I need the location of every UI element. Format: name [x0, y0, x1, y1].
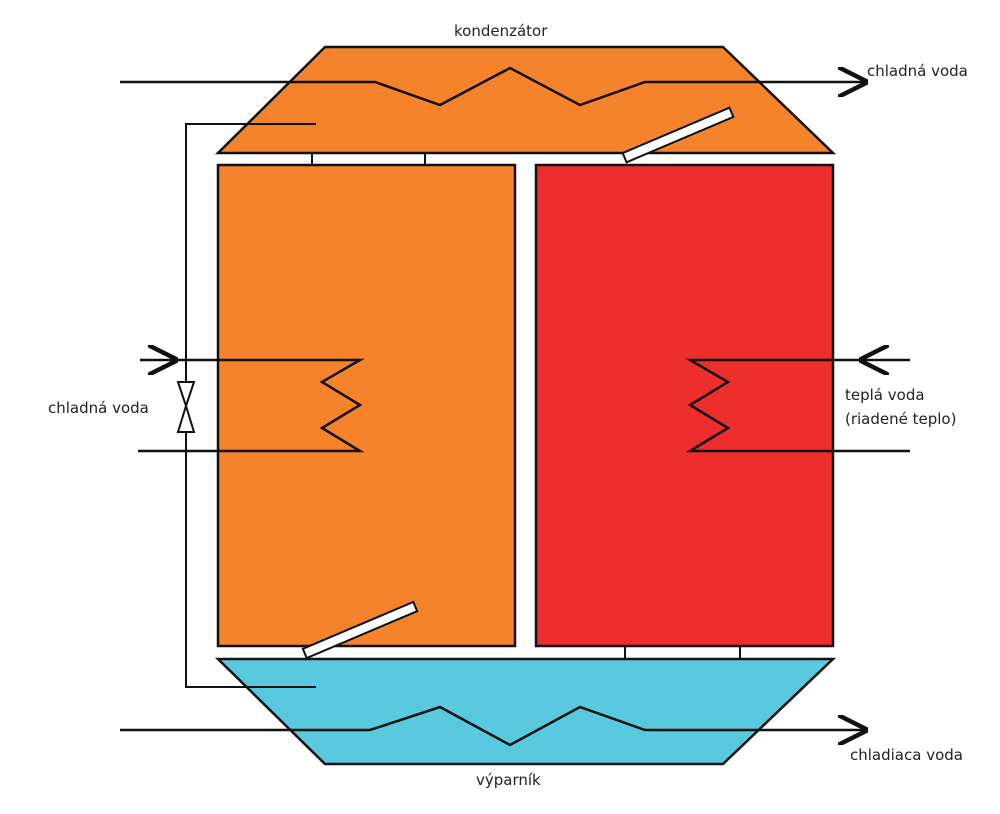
label-right-water-2: (riadené teplo): [845, 410, 957, 428]
connector-stubs: [311, 153, 741, 659]
left-tank: [216, 163, 517, 648]
label-bottom-right-water: chladiaca voda: [850, 746, 963, 764]
label-evaporator: výparník: [476, 771, 541, 789]
evaporator-vessel: [214, 657, 837, 766]
condenser-vessel: [214, 45, 837, 155]
right-tank-coil: [685, 358, 910, 453]
top-tube: [621, 106, 735, 164]
left-tank-coil: [138, 358, 365, 453]
label-left-water: chladná voda: [48, 399, 149, 417]
label-right-water-1: teplá voda: [845, 386, 925, 404]
label-condenser: kondenzátor: [454, 22, 548, 40]
right-tank: [534, 163, 835, 648]
expansion-valve-icon: [176, 381, 196, 433]
bottom-tube: [301, 600, 419, 660]
evaporator-coil: [120, 705, 865, 747]
label-top-right-water: chladná voda: [867, 62, 968, 80]
condenser-coil: [120, 66, 865, 107]
